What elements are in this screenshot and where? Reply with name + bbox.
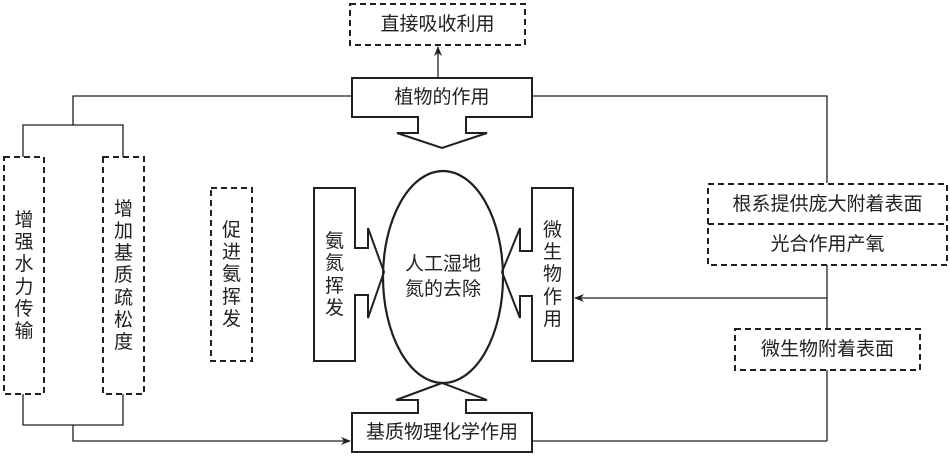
increase-porosity-text: 增加基质疏松度 — [113, 197, 133, 354]
connector-right-top — [532, 95, 828, 183]
plant-action-label: 植物的作用 — [394, 86, 490, 108]
increase-porosity-box — [102, 156, 145, 395]
substrate-action-label: 基质物理化学作用 — [365, 421, 518, 443]
microbe-action-text: 微生物作用 — [542, 218, 562, 330]
center-label-line2: 氮的去除 — [404, 278, 481, 300]
ammonia-volatilization-label: 氨氮挥发 — [314, 188, 355, 361]
photosynthesis-oxygen-label: 光合作用产氧 — [770, 233, 885, 255]
microbe-action-shape — [500, 187, 574, 362]
enhance-hydraulic-text: 增强水力传输 — [14, 208, 34, 342]
bracket-left-top — [22, 124, 124, 157]
promote-volatilization-text: 促进氨挥发 — [221, 218, 241, 330]
promote-volatilization-label: 促进氨挥发 — [211, 188, 252, 361]
center-label-line1: 人工湿地 — [404, 253, 481, 276]
enhance-hydraulic-label: 增强水力传输 — [4, 157, 44, 394]
direct-uptake-box — [349, 3, 526, 46]
ammonia-volatilization-shape — [313, 187, 386, 362]
promote-volatilization-box — [210, 187, 253, 362]
microbe-action-label: 微生物作用 — [532, 188, 573, 361]
bracket-left-bottom — [22, 394, 124, 426]
root-surface-label: 根系提供庞大附着表面 — [732, 192, 923, 215]
ammonia-volatilization-text: 氨氮挥发 — [324, 230, 344, 319]
increase-porosity-label: 增加基质疏松度 — [103, 157, 144, 394]
center-label: 人工湿地 氮的去除 — [383, 247, 503, 307]
microbe-attachment-label: 微生物附着表面 — [760, 338, 894, 360]
connector-left-bottom — [72, 425, 351, 445]
enhance-hydraulic-box — [3, 156, 45, 395]
microbe-attachment-box — [734, 328, 921, 371]
direct-uptake-label: 直接吸收利用 — [380, 13, 495, 35]
root-photosynthesis-box — [707, 183, 948, 266]
substrate-action-shape — [351, 381, 533, 453]
plant-action-shape — [351, 77, 533, 150]
connector-left-top — [72, 95, 352, 125]
central-ellipse — [381, 169, 505, 385]
